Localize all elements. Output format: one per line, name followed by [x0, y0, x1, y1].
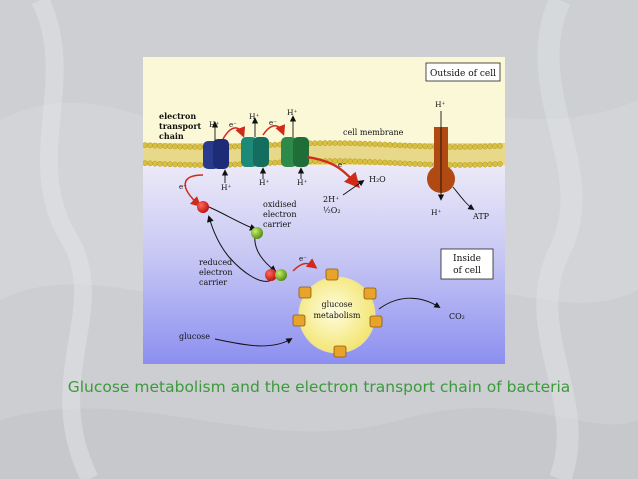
carrier-green-top — [251, 227, 263, 239]
atp: ATP — [472, 212, 490, 221]
e-minus-3: e⁻ — [338, 161, 346, 169]
h-plus-5: H⁺ — [259, 178, 270, 187]
h-plus-8: H⁺ — [431, 208, 442, 217]
glucose-metabolism-line2: metabolism — [313, 311, 360, 320]
outside-label: Outside of cell — [430, 69, 496, 79]
complex-2-teal — [241, 137, 269, 167]
h-plus-1: H⁺ — [209, 120, 220, 129]
etc-diagram: Outside of cell Inside of cell cell memb… — [143, 57, 505, 364]
oxidised-line2: electron — [263, 210, 297, 219]
cell-membrane-label: cell membrane — [343, 128, 404, 137]
e-minus-5: e⁻ — [299, 255, 307, 263]
glucose-metabolism-line1: glucose — [322, 300, 353, 309]
reduced-line1: reduced — [199, 258, 232, 267]
cell-membrane — [143, 140, 505, 168]
etc-label-line3: chain — [159, 131, 184, 141]
h-plus-2: H⁺ — [249, 112, 260, 121]
etc-label-line1: electron — [159, 111, 196, 121]
h-plus-4: H⁺ — [221, 183, 232, 192]
glucose-label: glucose — [179, 332, 210, 341]
h2o: H₂O — [369, 175, 386, 184]
half-o2: ½O₂ — [323, 206, 341, 215]
inside-label-box — [440, 248, 494, 280]
complex-1-blue — [203, 139, 229, 169]
co2: CO₂ — [449, 312, 465, 321]
h-plus-6: H⁺ — [297, 178, 308, 187]
e-minus-4: e⁻ — [179, 183, 187, 191]
inside-label-line2: of cell — [453, 266, 481, 276]
outside-label-box — [425, 62, 501, 82]
h-plus-7: H⁺ — [435, 100, 446, 109]
carrier-green-bottom — [275, 269, 287, 281]
glucose-metabolism-blob — [292, 268, 383, 358]
etc-label-line2: transport — [159, 121, 202, 131]
reduced-line3: carrier — [199, 278, 227, 287]
two-h-plus: 2H⁺ — [323, 195, 339, 204]
figure-caption: Glucose metabolism and the electron tran… — [67, 378, 571, 396]
carrier-red-top — [197, 201, 209, 213]
inside-label-line1: Inside — [453, 254, 481, 264]
h-plus-3: H⁺ — [287, 108, 298, 117]
e-minus-2: e⁻ — [269, 119, 277, 127]
complex-3-green — [281, 137, 309, 167]
oxidised-line1: oxidised — [263, 200, 297, 209]
carrier-red-bottom — [265, 269, 277, 281]
e-minus-1: e⁻ — [229, 121, 237, 129]
oxidised-line3: carrier — [263, 220, 291, 229]
reduced-line2: electron — [199, 268, 233, 277]
